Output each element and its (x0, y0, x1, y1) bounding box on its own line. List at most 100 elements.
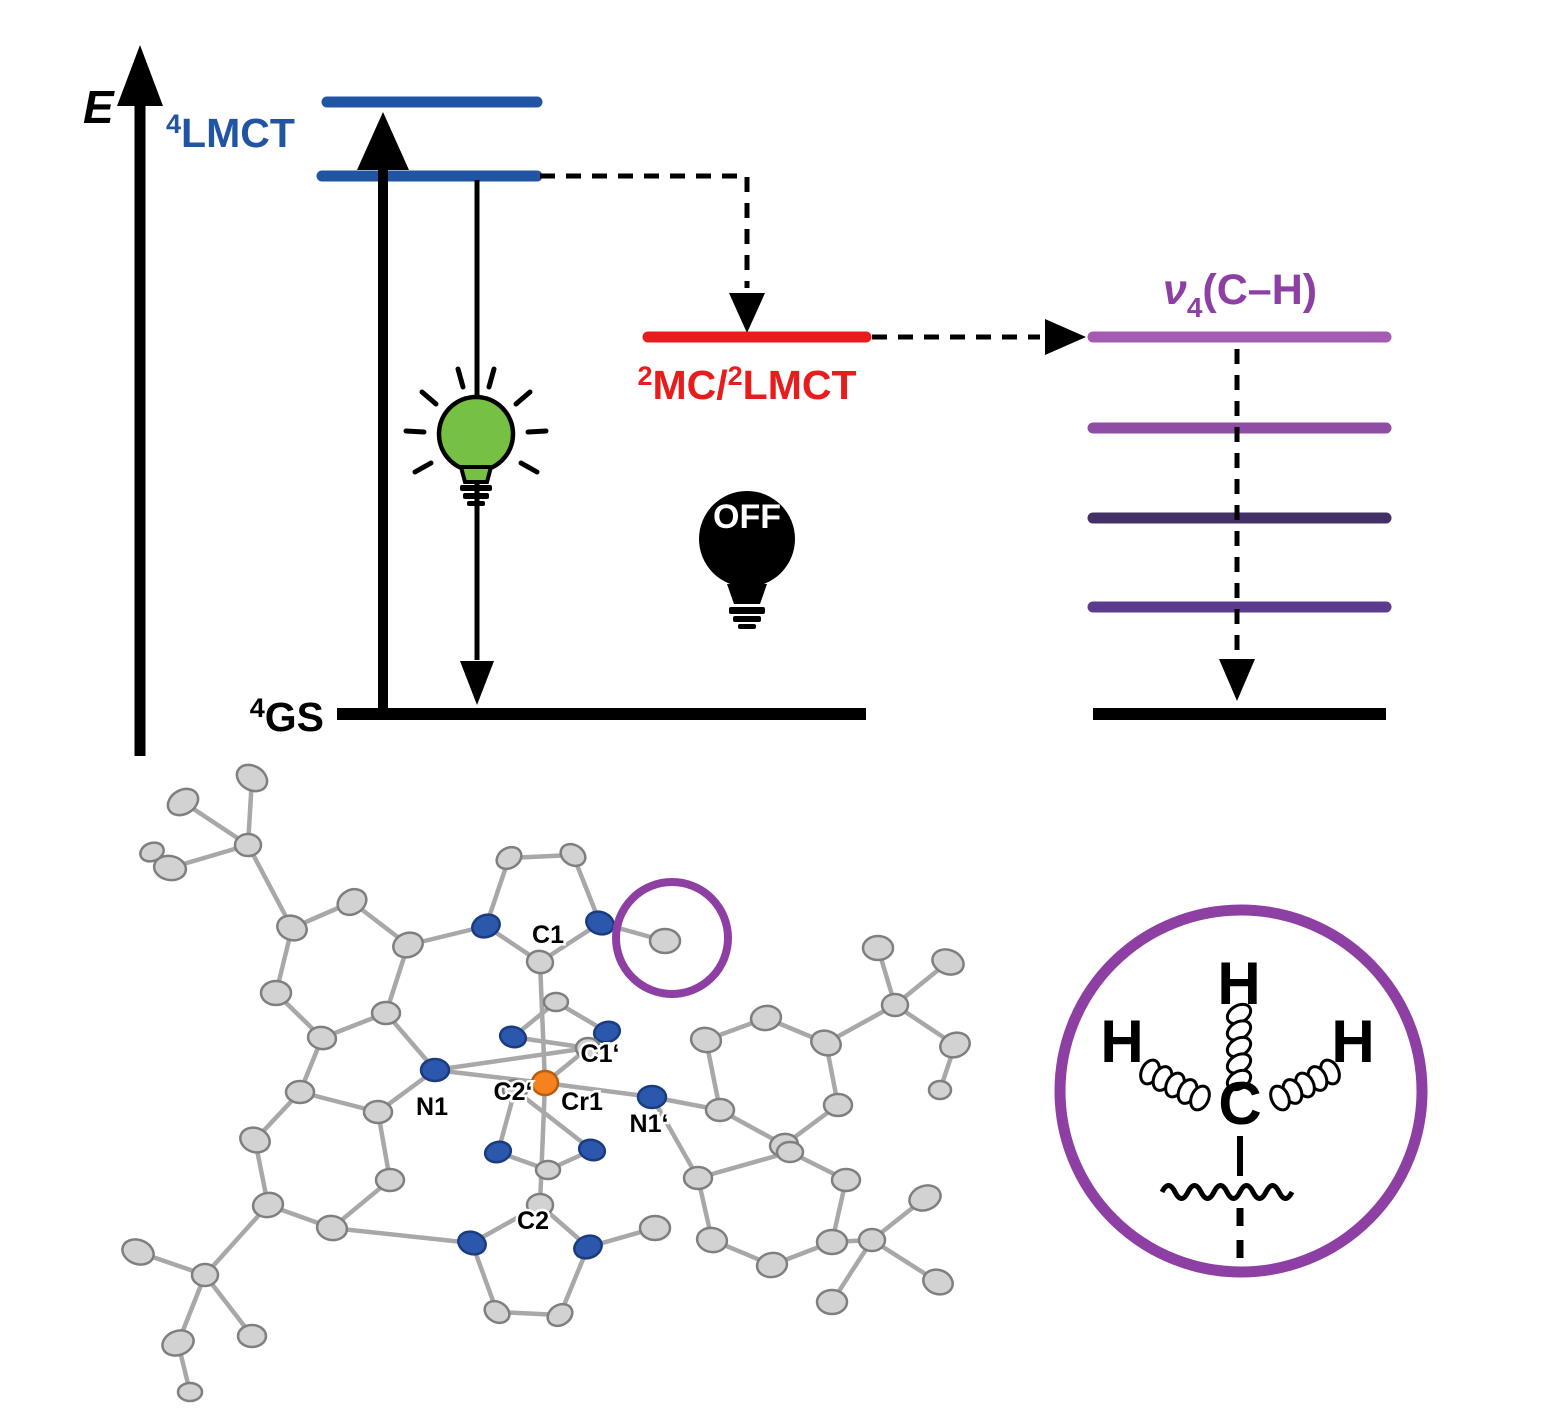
n-atom (419, 1057, 451, 1083)
mc-label-sup2: 2 (728, 361, 743, 391)
ray-icon (419, 389, 439, 407)
ray-icon (525, 428, 549, 435)
mc-label-sup1: 2 (637, 361, 652, 391)
c-atom (638, 1214, 672, 1242)
c-atom (775, 1140, 805, 1164)
c-atom (483, 1299, 511, 1325)
spring-loop-icon (1189, 1084, 1211, 1112)
ray-icon (403, 428, 427, 435)
n-atom (483, 1140, 513, 1164)
absorption-arrow (357, 112, 409, 713)
axis-label-e: E (83, 81, 115, 133)
c-atom (542, 991, 570, 1013)
molecule-labels: C1 C1‘ C2‘ Cr1 N1 N1‘ C2 (414, 919, 671, 1238)
n-atom (577, 1138, 607, 1162)
absorption-arrowhead (357, 112, 409, 170)
n-atom (585, 910, 615, 936)
c-atom (336, 887, 368, 917)
c-atom (259, 979, 293, 1007)
c-atom (190, 1262, 220, 1288)
mc-label-part1: MC/ (652, 362, 727, 408)
spring-loop-icon (1225, 1068, 1253, 1092)
emission-arrowhead (460, 661, 494, 705)
ray-icon (518, 460, 540, 475)
vib-label: ν4(C–H) (1163, 266, 1317, 323)
gs-label-text: GS (265, 694, 324, 740)
c-atom (525, 1192, 555, 1218)
n-atom (471, 913, 501, 939)
lightbulb-off-thread (738, 624, 756, 629)
ray-icon (455, 366, 466, 390)
isc-arrowhead (729, 293, 765, 333)
lightbulb-on-thread (467, 501, 485, 506)
n-atom (592, 1020, 622, 1044)
c-atom (235, 763, 269, 793)
vib-label-nu: ν (1163, 266, 1187, 314)
c-atom (880, 992, 910, 1018)
h-right-label: H (1331, 1008, 1374, 1075)
lightbulb-off-label: OFF (713, 498, 781, 536)
c-atom (362, 1099, 394, 1125)
c-atom (251, 1191, 285, 1219)
energy-transfer-dashed-arrow (872, 319, 1086, 355)
bond-line (544, 1080, 653, 1100)
lightbulb-off-thread (729, 607, 765, 614)
atom-label-c1: C1 (532, 921, 564, 949)
c-atom (546, 1302, 574, 1328)
c-atom (501, 1078, 529, 1102)
c-atom (559, 842, 587, 868)
c-atom (166, 787, 200, 817)
c-atom (374, 1167, 406, 1193)
h-top-label: H (1217, 950, 1260, 1017)
ray-icon (412, 460, 434, 475)
vib-relaxation-arrowhead (1219, 659, 1255, 701)
c-atom (749, 1004, 783, 1032)
atom-label-c2p: C2‘ (494, 1078, 533, 1106)
c-atom (233, 832, 263, 858)
bond-line (697, 1149, 791, 1181)
c-atom (822, 1092, 854, 1118)
axis-arrowhead (117, 45, 163, 106)
c-atom (161, 1329, 195, 1357)
bond-line (434, 1045, 589, 1073)
lightbulb-on-thread (463, 493, 489, 499)
methyl-inset-circle (1054, 904, 1428, 1278)
c-atom (908, 1184, 942, 1212)
ray-icon (486, 366, 497, 390)
c-atom (815, 1288, 849, 1316)
lightbulb-off-neck (727, 584, 767, 604)
bond-line (650, 1095, 700, 1180)
c-atom (939, 1031, 971, 1059)
atom-label-c1p: C1‘ (581, 1040, 620, 1068)
ray-icon (513, 389, 533, 407)
c-atom (682, 1165, 714, 1191)
c-atom (152, 854, 188, 882)
c-atom (315, 1214, 349, 1242)
c-atom (922, 1268, 954, 1296)
ch-oscillator-springs (1139, 1002, 1341, 1112)
spring-loop-icon (1269, 1084, 1291, 1112)
c-atom (861, 934, 895, 962)
bond-line (537, 961, 548, 1084)
vib-label-sub: 4 (1187, 292, 1203, 323)
c-atom (704, 1097, 736, 1123)
c-atom (810, 1029, 842, 1057)
lightbulb-off-thread (733, 616, 761, 622)
lmct-label-text: LMCT (181, 110, 295, 156)
lightbulb-off-glass-icon (699, 491, 795, 587)
n-atom (573, 1234, 603, 1260)
lightbulb-on-rays (403, 366, 549, 475)
c-atom (815, 1228, 849, 1256)
c-atom (284, 1079, 316, 1105)
isc-dashed-arrow (540, 173, 765, 333)
c-atom (392, 931, 424, 959)
c-atom (574, 1036, 602, 1060)
energy-transfer-arrowhead (1045, 319, 1086, 355)
bond-line (203, 1203, 270, 1277)
lightbulb-on-thread (460, 485, 492, 491)
lightbulb-on-neck (458, 465, 494, 484)
c-atom (755, 1251, 789, 1279)
c-atom (370, 1000, 402, 1026)
